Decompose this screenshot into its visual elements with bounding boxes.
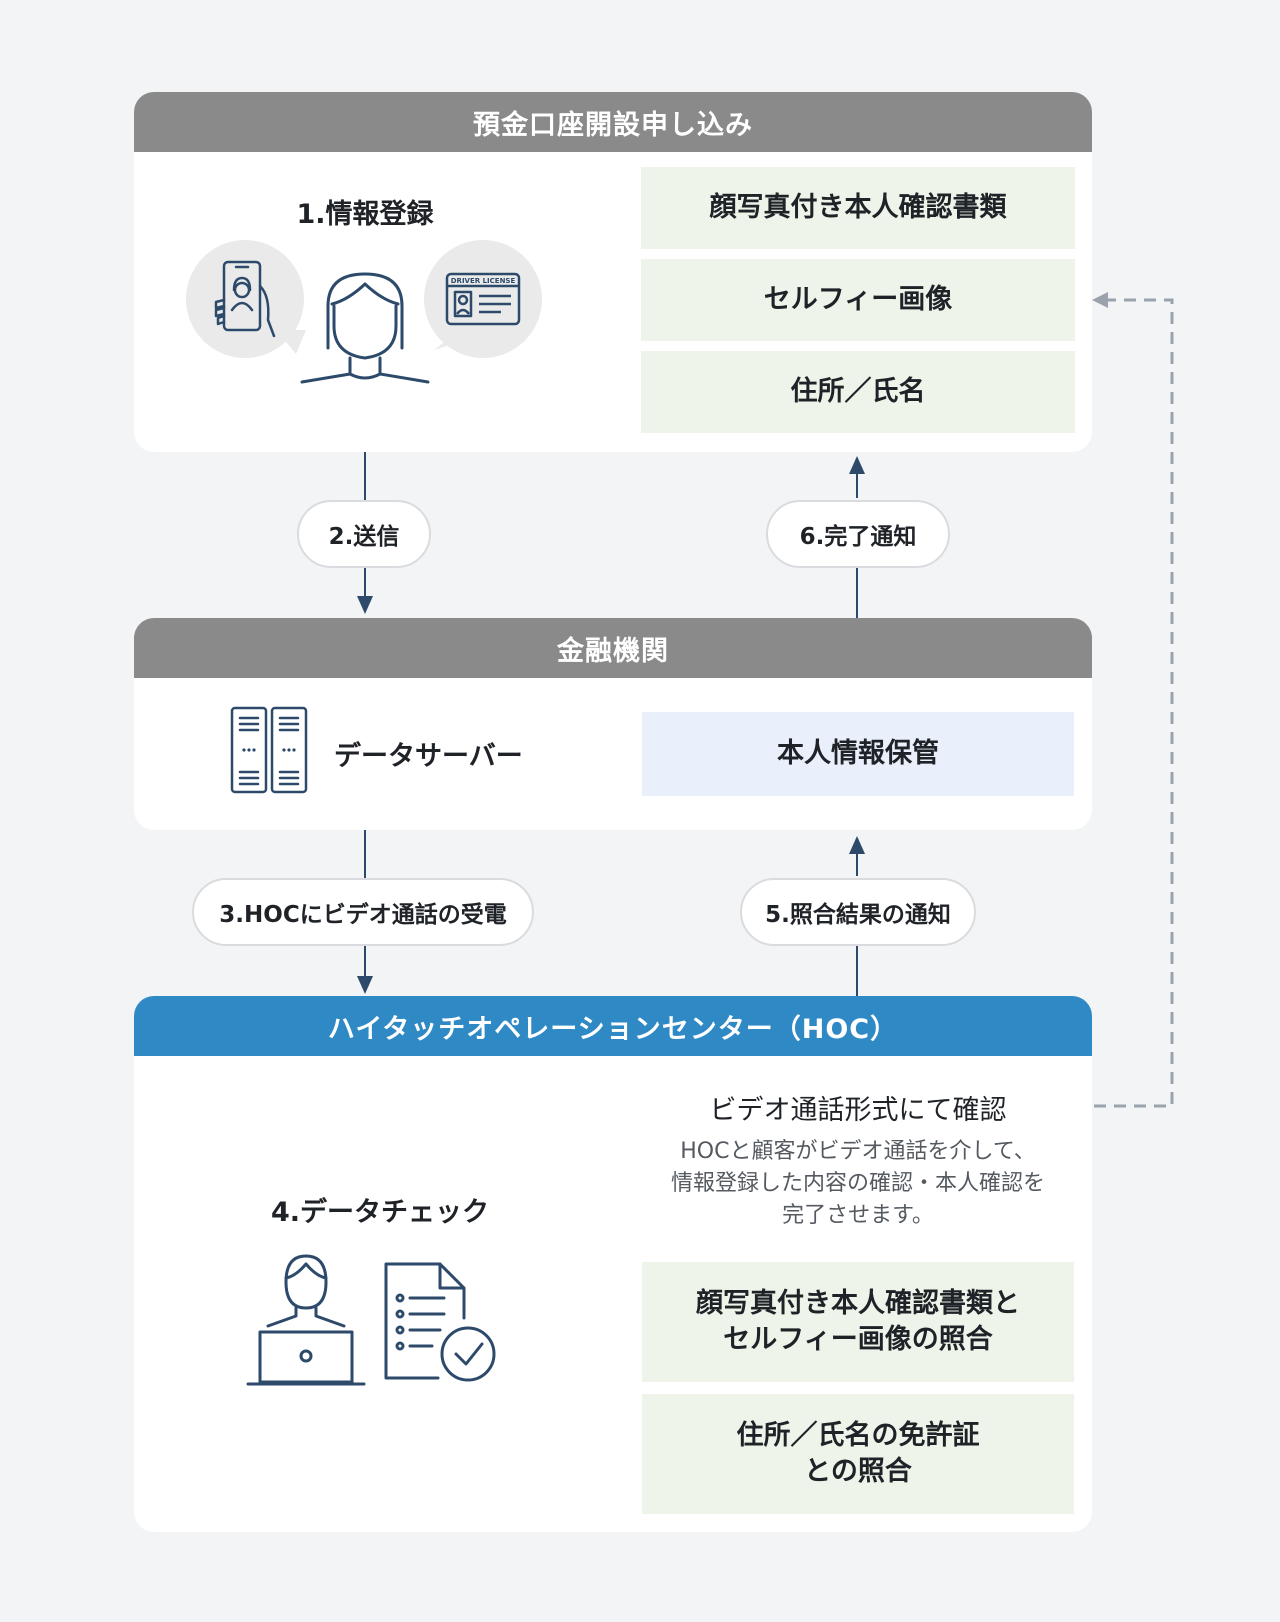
send-step-pill: 2.送信: [297, 500, 431, 568]
photo-id-selfie-match-box: 顔写真付き本人確認書類と セルフィー画像の照合: [642, 1262, 1074, 1382]
description-line: HOCと顧客がビデオ通話を介して、: [680, 1139, 1036, 1164]
selfie-box: セルフィー画像: [641, 259, 1075, 341]
info-registration-title: 1.情報登録: [296, 199, 434, 230]
video-call-pill: 3.HOCにビデオ通話の受電: [192, 878, 534, 946]
phone-bubble-tail: [276, 330, 306, 354]
video-arrowhead: [357, 976, 373, 994]
video-check-label: ビデオ通話形式にて確認: [709, 1095, 1007, 1126]
check-line: 住所／氏名の免許証: [736, 1419, 980, 1451]
operator-laptop-icon: [246, 1254, 366, 1386]
complete-notice-pill: 6.完了通知: [766, 500, 950, 568]
smartphone-selfie-icon: [214, 260, 276, 338]
address-license-match-box: 住所／氏名の免許証 との照合: [642, 1394, 1074, 1514]
document-check-icon: [384, 1262, 496, 1382]
id-document-box: 顔写真付き本人確認書類: [641, 167, 1075, 249]
application-header: 預金口座開設申し込み: [134, 92, 1092, 152]
driver-license-icon: DRIVER LICENSE: [445, 272, 521, 326]
address-name-box: 住所／氏名: [641, 351, 1075, 433]
data-check-title: 4.データチェック: [270, 1197, 490, 1228]
data-server-label: データサーバー: [334, 741, 523, 772]
complete-arrowhead: [849, 456, 865, 474]
dashed-arrowhead: [1092, 292, 1108, 308]
license-bubble-tail: [434, 330, 464, 350]
server-rack-icon: [230, 706, 308, 794]
identity-storage-box: 本人情報保管: [642, 712, 1074, 796]
result-arrowhead: [849, 836, 865, 854]
description-line: 情報登録した内容の確認・本人確認を: [670, 1170, 1045, 1196]
check-line: セルフィー画像の照合: [723, 1324, 993, 1355]
result-notice-pill: 5.照合結果の通知: [740, 878, 976, 946]
license-caption: DRIVER LICENSE: [451, 277, 516, 285]
description-line: 完了させます。: [782, 1202, 934, 1228]
woman-avatar-icon: [300, 272, 430, 384]
send-arrowhead: [357, 596, 373, 614]
hoc-header: ハイタッチオペレーションセンター（HOC）: [134, 996, 1092, 1056]
check-line: との照合: [804, 1456, 912, 1487]
hoc-description: HOCと顧客がビデオ通話を介して、 情報登録した内容の確認・本人確認を 完了させ…: [642, 1136, 1074, 1232]
license-bubble: [424, 240, 542, 358]
dashed-feedback-line: [1034, 298, 1174, 1108]
bank-header: 金融機関: [134, 618, 1092, 678]
check-line: 顔写真付き本人確認書類と: [696, 1287, 1020, 1319]
